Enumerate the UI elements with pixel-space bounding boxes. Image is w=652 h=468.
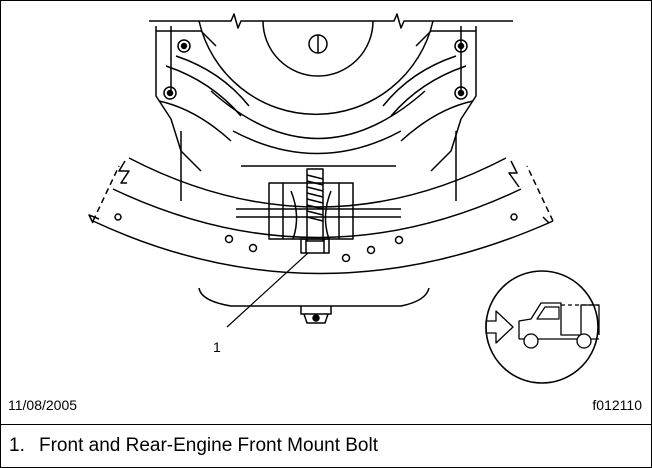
caption-text: Front and Rear-Engine Front Mount Bolt <box>39 435 379 456</box>
caption-divider <box>1 424 651 425</box>
engine-mount-drawing: 1 <box>88 13 600 384</box>
front-mount-bolt <box>300 168 330 254</box>
callout-leader <box>226 252 309 328</box>
figure-date: 11/08/2005 <box>8 397 78 413</box>
front-crossmember <box>88 157 554 275</box>
mount-pad <box>236 182 401 240</box>
right-engine-bracket <box>382 26 477 172</box>
caption-number: 1. <box>9 435 25 456</box>
oil-pan <box>198 287 430 324</box>
flywheel-housing <box>198 20 434 155</box>
top-break-line <box>149 13 513 29</box>
left-engine-bracket <box>155 26 250 172</box>
figure-caption: 1. Front and Rear-Engine Front Mount Bolt <box>9 435 378 457</box>
vehicle-front-direction-icon <box>485 270 600 384</box>
figure-id: f012110 <box>592 397 642 413</box>
engine-block <box>180 131 457 201</box>
callout-number-1: 1 <box>213 339 221 355</box>
